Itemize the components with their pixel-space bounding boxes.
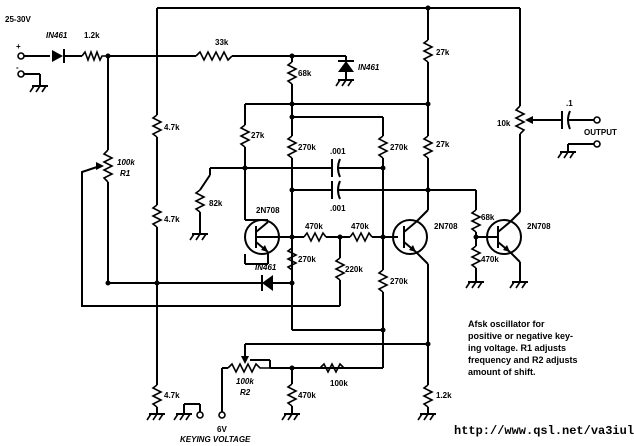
resistor-220k-label: 220k xyxy=(345,265,363,274)
potentiometer-10k[interactable] xyxy=(514,105,526,135)
pot-r1-value: 100k xyxy=(117,158,135,167)
cap-001-bottom-label: .001 xyxy=(330,204,346,213)
resistor-27k-collector xyxy=(422,135,434,159)
caption-line-4: frequency and R2 adjusts xyxy=(468,355,578,365)
resistor-270k-right-lower xyxy=(377,269,389,293)
potentiometer-r1[interactable] xyxy=(102,149,114,183)
resistor-270k-left-upper-label: 270k xyxy=(298,143,316,152)
transistor-q3 xyxy=(486,219,522,255)
resistor-68k-right xyxy=(470,209,482,233)
resistor-470k-h2-label: 470k xyxy=(351,222,369,231)
pot-r1-name: R1 xyxy=(120,169,131,178)
resistor-33k-label: 33k xyxy=(215,38,229,47)
resistor-220k xyxy=(334,257,346,281)
pot-r2-name: R2 xyxy=(240,388,251,397)
resistor-4-7k-mid xyxy=(151,204,163,228)
resistor-27k-top xyxy=(422,39,434,63)
diode-reference xyxy=(335,56,354,87)
resistor-270k-right-lower-label: 270k xyxy=(390,277,408,286)
resistor-470k-right-label: 470k xyxy=(481,255,499,264)
resistor-470k-h1 xyxy=(303,231,327,243)
schematic-caption: Afsk oscillator for positive or negative… xyxy=(468,318,618,378)
transistor-q3-label: 2N708 xyxy=(527,222,551,231)
pot-r2-value: 100k xyxy=(236,377,254,386)
resistor-270k-right-upper xyxy=(377,135,389,159)
resistor-27k-collector-label: 27k xyxy=(436,140,450,149)
transistor-q2 xyxy=(392,219,428,255)
resistor-82k xyxy=(194,189,206,213)
afsk-oscillator-schematic: 25-30V + - IN461 1.2k 33k IN461 4.7k 4.7… xyxy=(5,5,617,444)
caption-line-3: ing voltage. R1 adjusts xyxy=(468,343,567,353)
resistor-270k-left-lower xyxy=(286,247,298,271)
resistor-270k-left-upper xyxy=(286,135,298,159)
resistor-input-1-2k xyxy=(81,49,108,63)
caption-line-2: positive or negative key- xyxy=(468,331,574,341)
keying-voltage-label: KEYING VOLTAGE xyxy=(180,435,251,444)
resistor-100k-label: 100k xyxy=(330,379,348,388)
diode-reference-label: IN461 xyxy=(358,63,380,72)
resistor-68k-left-label: 68k xyxy=(298,69,312,78)
plus-label: + xyxy=(16,42,21,51)
resistor-470k-right xyxy=(470,245,482,269)
resistor-68k-right-label: 68k xyxy=(481,213,495,222)
transistor-q2-label: 2N708 xyxy=(434,222,458,231)
resistor-4-7k-bottom xyxy=(151,384,163,408)
resistor-27k-left-label: 27k xyxy=(251,131,265,140)
source-url[interactable]: http://www.qsl.net/va3iul xyxy=(454,424,634,438)
resistor-470k-lower-label: 470k xyxy=(298,391,316,400)
resistor-100k xyxy=(319,362,345,374)
caption-line-1: Afsk oscillator for xyxy=(468,319,545,329)
resistor-470k-h1-label: 470k xyxy=(305,222,323,231)
resistor-68k-left xyxy=(286,61,298,85)
resistor-470k-h2 xyxy=(349,231,373,243)
resistor-27k-left xyxy=(239,124,251,148)
keying-6v-label: 6V xyxy=(217,425,227,434)
potentiometer-r2[interactable] xyxy=(227,362,270,374)
supply-voltage-label: 25-30V xyxy=(5,15,31,24)
diode-mid-label: IN461 xyxy=(255,263,277,272)
resistor-270k-left-lower-label: 270k xyxy=(298,255,316,264)
output-label: OUTPUT xyxy=(584,128,617,137)
minus-label: - xyxy=(16,63,19,72)
resistor-82k-label: 82k xyxy=(209,199,223,208)
supply-input xyxy=(17,52,50,93)
resistor-27k-top-label: 27k xyxy=(436,48,450,57)
diode-input xyxy=(52,49,82,63)
resistor-4-7k-top-label: 4.7k xyxy=(164,123,180,132)
resistor-input-label: 1.2k xyxy=(84,31,100,40)
resistor-270k-right-upper-label: 270k xyxy=(390,143,408,152)
resistor-4-7k-mid-label: 4.7k xyxy=(164,215,180,224)
transistor-q1-label: 2N708 xyxy=(256,206,280,215)
resistor-1-2k-emitter-label: 1.2k xyxy=(436,391,452,400)
diode-mid xyxy=(250,275,292,291)
resistor-33k xyxy=(195,50,233,62)
cap-output-label: .1 xyxy=(566,99,573,108)
resistor-4-7k-top xyxy=(151,114,163,138)
cap-001-top-label: .001 xyxy=(330,147,346,156)
resistor-1-2k-emitter xyxy=(422,384,434,408)
transistor-q1 xyxy=(244,219,292,255)
caption-line-5: amount of shift. xyxy=(468,367,536,377)
pot-10k-label: 10k xyxy=(497,119,511,128)
resistor-470k-lower xyxy=(286,383,298,407)
resistor-4-7k-bottom-label: 4.7k xyxy=(164,391,180,400)
diode-input-label: IN461 xyxy=(46,31,68,40)
